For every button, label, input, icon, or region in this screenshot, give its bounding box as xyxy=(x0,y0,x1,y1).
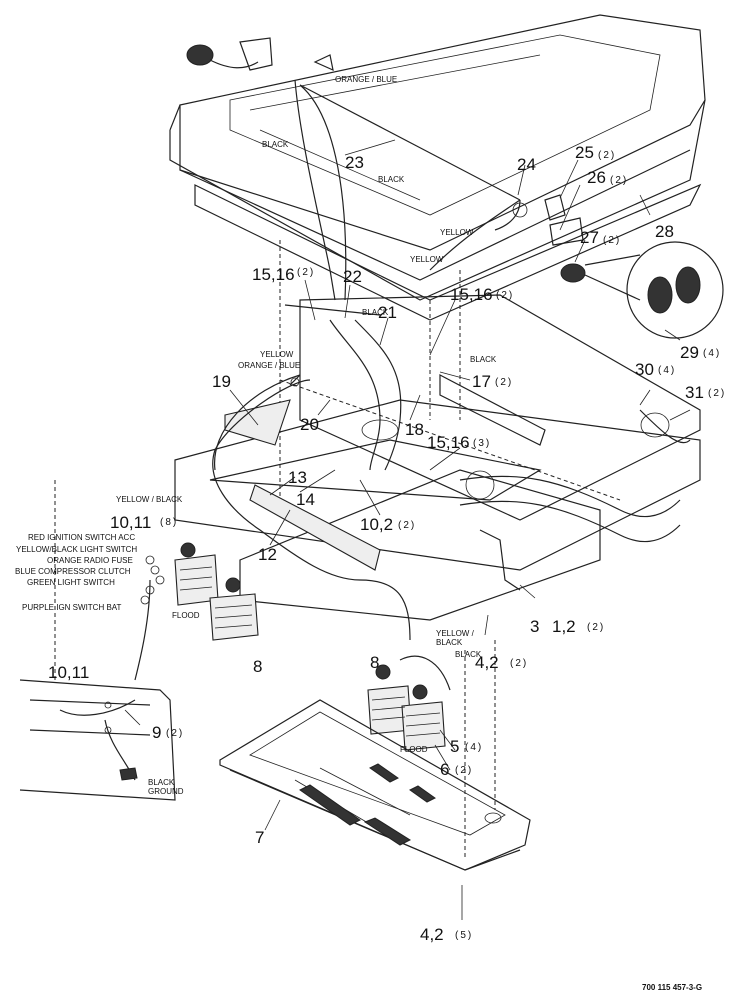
flood-lights-left xyxy=(174,542,259,641)
switch-labels: RED IGNITION SWITCH ACC YELLOW/BLACK LIG… xyxy=(15,533,137,612)
wire-label-black-e: BLACK xyxy=(436,638,463,647)
leader-lines xyxy=(124,139,691,920)
flood-lights-right xyxy=(367,655,451,751)
callout-29: 29 xyxy=(680,343,699,362)
callout-6: 6 xyxy=(440,760,449,779)
callout-30: 30 xyxy=(635,360,654,379)
callout-15-16-c: 15,16 xyxy=(427,433,470,452)
callout-19: 19 xyxy=(212,372,231,391)
callout-5-qty: (4) xyxy=(465,742,483,753)
callout-15-16-b: 15,16 xyxy=(450,285,493,304)
middle-wiring xyxy=(212,374,411,641)
detail-circle xyxy=(626,241,724,339)
callout-12: 12 xyxy=(258,545,277,564)
wire-label-black-f: BLACK xyxy=(455,650,482,659)
callout-6-qty: (2) xyxy=(455,765,473,776)
wire-label-yellow-slash: YELLOW / xyxy=(436,629,475,638)
callout-22: 22 xyxy=(343,267,362,286)
callout-10-11-b: 10,11 xyxy=(48,663,89,682)
callout-20: 20 xyxy=(300,415,319,434)
lower-left-wall xyxy=(19,480,176,801)
callout-23: 23 xyxy=(345,153,364,172)
switch-label-1: YELLOW/BLACK LIGHT SWITCH xyxy=(16,545,137,554)
callout-17-qty: (2) xyxy=(495,377,513,388)
switch-label-2: ORANGE RADIO FUSE xyxy=(47,556,133,565)
wire-label-orange-blue-top: ORANGE / BLUE xyxy=(335,75,397,84)
callout-26-qty: (2) xyxy=(610,175,628,186)
callout-8-a: 8 xyxy=(253,657,262,676)
wire-label-yellow-c: YELLOW xyxy=(260,350,294,359)
wire-labels: ORANGE / BLUE BLACK BLACK YELLOW YELLOW … xyxy=(116,75,497,796)
callout-10-2: 10,2 xyxy=(360,515,393,534)
switch-label-0: RED IGNITION SWITCH ACC xyxy=(28,533,135,542)
callout-26: 26 xyxy=(587,168,606,187)
callout-4-2-a-qty: (2) xyxy=(510,658,528,669)
callout-31: 31 xyxy=(685,383,704,402)
callout-30-qty: (4) xyxy=(658,365,676,376)
wire-label-yellow-black: YELLOW / BLACK xyxy=(116,495,183,504)
callout-21: 21 xyxy=(378,303,397,322)
wire-label-black-a: BLACK xyxy=(262,140,289,149)
callout-25: 25 xyxy=(575,143,594,162)
callout-15-16-b-qty: (2) xyxy=(496,290,514,301)
wire-label-orange-blue-mid: ORANGE / BLUE xyxy=(238,361,300,370)
callout-7: 7 xyxy=(255,828,264,847)
callout-1-2: 1,2 xyxy=(552,617,576,636)
callout-18: 18 xyxy=(405,420,424,439)
callout-15-16-a: 15,16 xyxy=(252,265,295,284)
callout-17: 17 xyxy=(472,372,491,391)
roof-wiring xyxy=(294,79,528,301)
callout-8-b: 8 xyxy=(370,653,379,672)
part-number: 700 115 457-3-G xyxy=(642,983,702,992)
roof-light xyxy=(186,37,334,72)
wire-label-black-b: BLACK xyxy=(378,175,405,184)
wire-label-yellow-b: YELLOW xyxy=(410,255,444,264)
callout-10-11-a-qty: (8) xyxy=(160,517,178,528)
wire-label-ground: GROUND xyxy=(148,787,184,796)
flood-label-right: FLOOD xyxy=(400,745,428,754)
callout-15-16-a-qty: (2) xyxy=(297,267,315,278)
callout-1-2-qty: (2) xyxy=(587,622,605,633)
callout-14: 14 xyxy=(296,490,315,509)
roof-shell xyxy=(169,14,706,321)
callout-25-qty: (2) xyxy=(598,150,616,161)
callout-27: 27 xyxy=(580,228,599,247)
callout-28: 28 xyxy=(655,222,674,241)
callout-29-qty: (4) xyxy=(703,348,721,359)
ducts xyxy=(329,319,691,543)
callout-9-qty: (2) xyxy=(166,728,184,739)
floor-panel xyxy=(219,640,531,871)
callout-3: 3 xyxy=(530,617,539,636)
brackets xyxy=(224,304,546,591)
callout-4-2-b-qty: (5) xyxy=(455,930,473,941)
callout-4-2-a: 4,2 xyxy=(475,653,499,672)
callouts: 23 24 25 (2) 26 (2) 27 (2) 28 15,16 (2) … xyxy=(48,143,726,944)
callout-5: 5 xyxy=(450,737,459,756)
wire-label-black-ground: BLACK xyxy=(148,778,175,787)
callout-15-16-c-qty: (3) xyxy=(473,438,491,449)
callout-31-qty: (2) xyxy=(708,388,726,399)
switch-label-5: PURPLE IGN SWITCH BAT xyxy=(22,603,122,612)
callout-10-2-qty: (2) xyxy=(398,520,416,531)
switch-connectors xyxy=(134,555,165,681)
switch-label-3: BLUE COMPRESSOR CLUTCH xyxy=(15,567,131,576)
wire-label-black-d: BLACK xyxy=(470,355,497,364)
callout-27-qty: (2) xyxy=(603,235,621,246)
callout-4-2-b: 4,2 xyxy=(420,925,444,944)
wire-label-yellow-a: YELLOW xyxy=(440,228,474,237)
wire-label-black-c: BLACK xyxy=(362,308,389,317)
callout-24: 24 xyxy=(517,155,536,174)
connector-right xyxy=(544,194,641,301)
callout-9: 9 xyxy=(152,723,161,742)
flood-label-left: FLOOD xyxy=(172,611,200,620)
switch-label-4: GREEN LIGHT SWITCH xyxy=(27,578,115,587)
callout-13: 13 xyxy=(288,468,307,487)
callout-10-11-a: 10,11 xyxy=(110,513,151,532)
